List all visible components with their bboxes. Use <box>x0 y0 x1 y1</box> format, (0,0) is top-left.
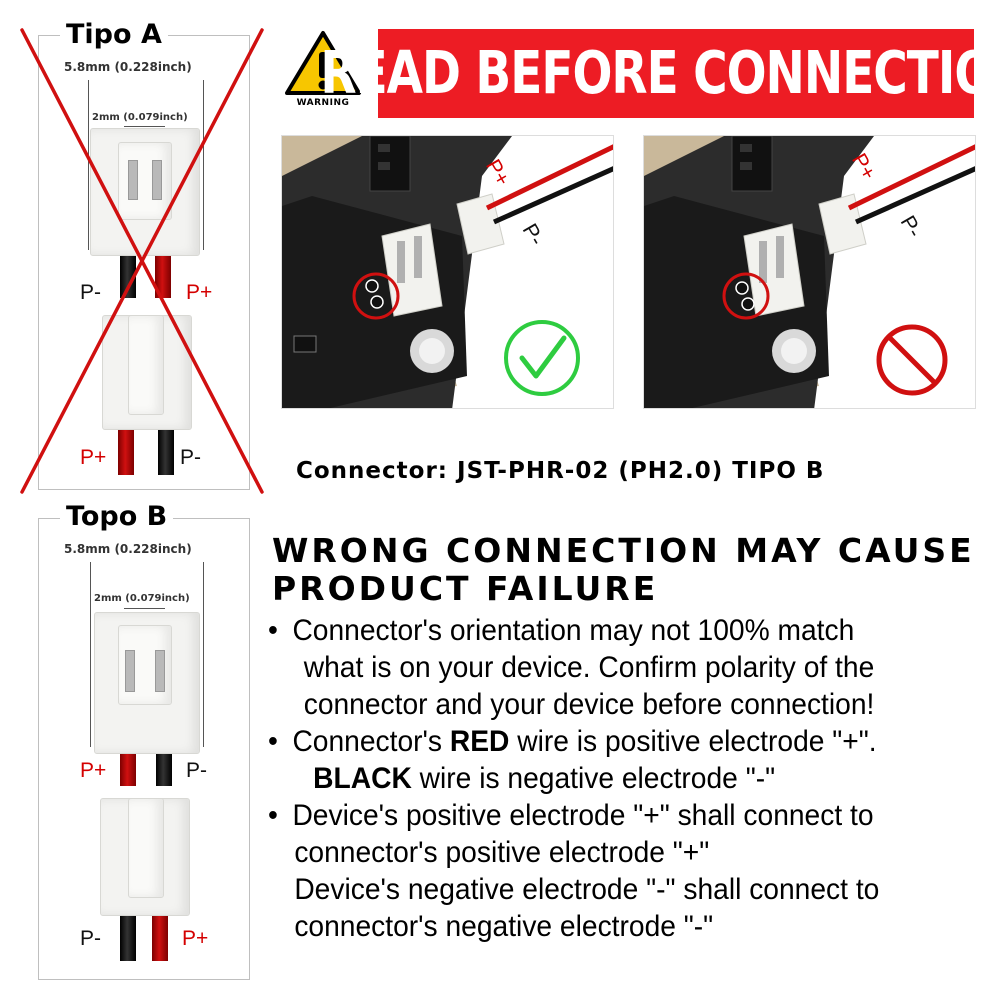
note-2-text-c: wire is negative electrode "-" <box>411 762 776 795</box>
warning-triangle-icon <box>285 31 361 95</box>
type-a-bottom-black-wire <box>158 430 174 475</box>
type-a-bottom-plug-rib <box>128 315 164 415</box>
type-b-top-red-wire <box>120 754 136 786</box>
type-b-top-black-wire <box>156 754 172 786</box>
type-b-bottom-black-wire <box>120 916 136 961</box>
note-1-text-2: what is on your device. Confirm polarity… <box>303 651 875 684</box>
type-a-pitch-dim-line <box>124 126 165 127</box>
type-a-pin <box>152 160 162 200</box>
note-1-line-3: connector and your device before connect… <box>268 686 950 723</box>
note-1-text-3: connector and your device before connect… <box>303 688 875 721</box>
note-3-line-4: connector's negative electrode "-" <box>268 908 950 945</box>
type-b-pitch-dim-line <box>124 608 165 609</box>
note-3-line-1: • Device's positive electrode "+" shall c… <box>268 797 950 834</box>
type-b-bottom-plug-rib <box>128 798 164 898</box>
warning-sign: WARNING <box>283 30 363 114</box>
type-a-top-red-wire <box>155 256 171 298</box>
connector-model-title: Connector: JST-PHR-02 (PH2.0) TIPO B <box>296 458 825 484</box>
polarity-notes: • Connector's orientation may not 100% ma… <box>268 612 950 945</box>
note-2-line-1: • Connector's RED wire is positive electr… <box>268 723 950 760</box>
bullet: • <box>268 614 278 647</box>
wrong-connection-headline: WRONG CONNECTION MAY CAUSE PRODUCT FAILU… <box>272 531 975 608</box>
type-b-outer-dim-line <box>90 562 91 747</box>
type-a-top-right-polarity: P+ <box>186 281 213 304</box>
note-2-text-b: wire is positive electrode "+". <box>509 725 877 758</box>
note-3-text-1: Device's positive electrode "+" shall co… <box>292 799 874 832</box>
note-2-line-2: BLACK wire is negative electrode "-" <box>268 760 950 797</box>
bullet: • <box>268 799 278 832</box>
type-a-top-black-wire <box>120 256 136 298</box>
type-b-top-left-polarity: P+ <box>80 759 107 782</box>
type-a-bottom-right-polarity: P- <box>180 446 201 469</box>
type-b-outer-dim-line <box>203 562 204 747</box>
warning-label: WARNING <box>296 98 350 108</box>
type-a-bottom-red-wire <box>118 430 134 475</box>
correct-connection-photo: P+ P- <box>281 135 614 409</box>
read-before-connection-banner: READ BEFORE CONNECTION <box>320 29 1000 118</box>
wrong-connection-photo: P+ P- <box>643 135 976 409</box>
wrong-board-illustration <box>644 136 975 408</box>
type-b-bottom-right-polarity: P+ <box>182 927 209 950</box>
note-1-text-1: Connector's orientation may not 100% mat… <box>292 614 855 647</box>
bullet: • <box>268 725 278 758</box>
note-2-black-word: BLACK <box>313 762 412 795</box>
type-a-bottom-left-polarity: P+ <box>80 446 107 469</box>
type-b-outer-dimension: 5.8mm (0.228inch) <box>64 542 192 556</box>
note-1-line-1: • Connector's orientation may not 100% ma… <box>268 612 950 649</box>
type-b-bottom-red-wire <box>152 916 168 961</box>
type-a-outer-dim-line <box>203 80 204 250</box>
note-3-text-3: Device's negative electrode "-" shall co… <box>294 873 880 906</box>
type-a-pitch-dimension: 2mm (0.079inch) <box>92 112 188 123</box>
type-b-pin <box>125 650 135 692</box>
note-3-line-2: connector's positive electrode "+" <box>268 834 950 871</box>
note-1-line-2: what is on your device. Confirm polarity… <box>268 649 950 686</box>
type-a-top-left-polarity: P- <box>80 281 101 304</box>
type-a-top-plug-housing <box>118 142 172 220</box>
note-3-text-4: connector's negative electrode "-" <box>294 910 714 943</box>
type-b-bottom-left-polarity: P- <box>80 927 101 950</box>
type-b-title: Topo B <box>60 502 174 532</box>
type-a-title: Tipo A <box>60 20 168 50</box>
note-2-red-word: RED <box>449 725 510 758</box>
note-3-line-3: Device's negative electrode "-" shall co… <box>268 871 950 908</box>
banner-text: READ BEFORE CONNECTION <box>320 39 1000 108</box>
type-b-pitch-dimension: 2mm (0.079inch) <box>94 593 190 604</box>
type-a-pin <box>128 160 138 200</box>
type-b-top-right-polarity: P- <box>186 759 207 782</box>
type-a-outer-dim-line <box>88 80 89 250</box>
correct-board-illustration <box>282 136 613 408</box>
type-a-cross-mark <box>20 28 264 494</box>
note-3-text-2: connector's positive electrode "+" <box>294 836 710 869</box>
note-2-text-a: Connector's <box>292 725 450 758</box>
type-a-outer-dimension: 5.8mm (0.228inch) <box>64 60 192 74</box>
type-b-pin <box>155 650 165 692</box>
